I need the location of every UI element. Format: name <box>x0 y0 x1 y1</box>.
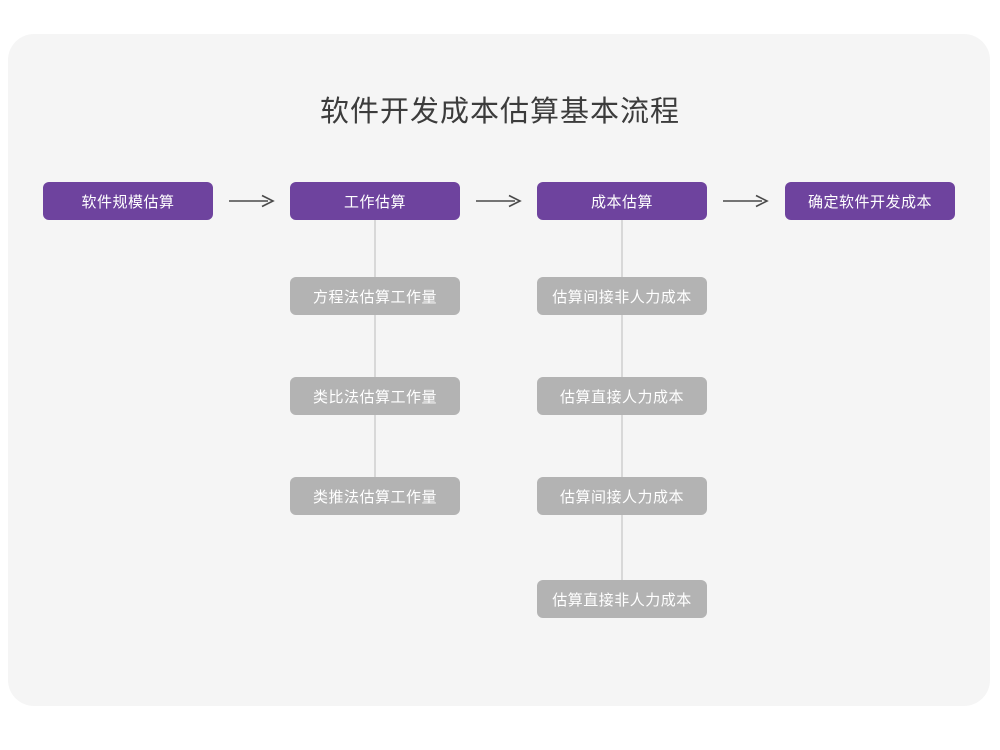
card-backdrop <box>8 34 990 706</box>
flow-node-step4-label: 确定软件开发成本 <box>807 193 932 211</box>
flow-node-step1[interactable]: 软件规模估算 <box>43 182 213 220</box>
branch-2-node-4[interactable]: 估算直接非人力成本 <box>537 580 707 618</box>
branch-2-node-3[interactable]: 估算间接人力成本 <box>537 477 707 515</box>
flow-node-step3[interactable]: 成本估算 <box>537 182 707 220</box>
branch-1-node-3-label: 类推法估算工作量 <box>312 488 437 506</box>
branch-2-node-4-label: 估算直接非人力成本 <box>552 591 692 609</box>
flow-node-step3-label: 成本估算 <box>590 193 653 211</box>
page-title: 软件开发成本估算基本流程 <box>319 96 680 128</box>
branch-2-node-2[interactable]: 估算直接人力成本 <box>537 377 707 415</box>
branch-1-node-2-label: 类比法估算工作量 <box>312 388 437 406</box>
arrow-right-icon-2 <box>460 182 537 220</box>
arrow-right-icon-3 <box>707 182 785 220</box>
branch-1-node-2[interactable]: 类比法估算工作量 <box>290 377 460 415</box>
flow-node-step4[interactable]: 确定软件开发成本 <box>785 182 955 220</box>
branch-1-node-1-label: 方程法估算工作量 <box>312 288 437 306</box>
branch-2-node-1-label: 估算间接非人力成本 <box>552 288 692 306</box>
branch-1-node-3[interactable]: 类推法估算工作量 <box>290 477 460 515</box>
arrow-right-icon-1 <box>213 182 290 220</box>
flow-node-step1-label: 软件规模估算 <box>81 193 175 211</box>
branch-2-node-2-label: 估算直接人力成本 <box>559 388 684 406</box>
flow-node-step2-label: 工作估算 <box>343 193 406 211</box>
branch-2-node-3-label: 估算间接人力成本 <box>559 488 684 506</box>
branch-1-node-1[interactable]: 方程法估算工作量 <box>290 277 460 315</box>
connector-line-column-1 <box>374 212 376 497</box>
flow-node-step2[interactable]: 工作估算 <box>290 182 460 220</box>
branch-2-node-1[interactable]: 估算间接非人力成本 <box>537 277 707 315</box>
